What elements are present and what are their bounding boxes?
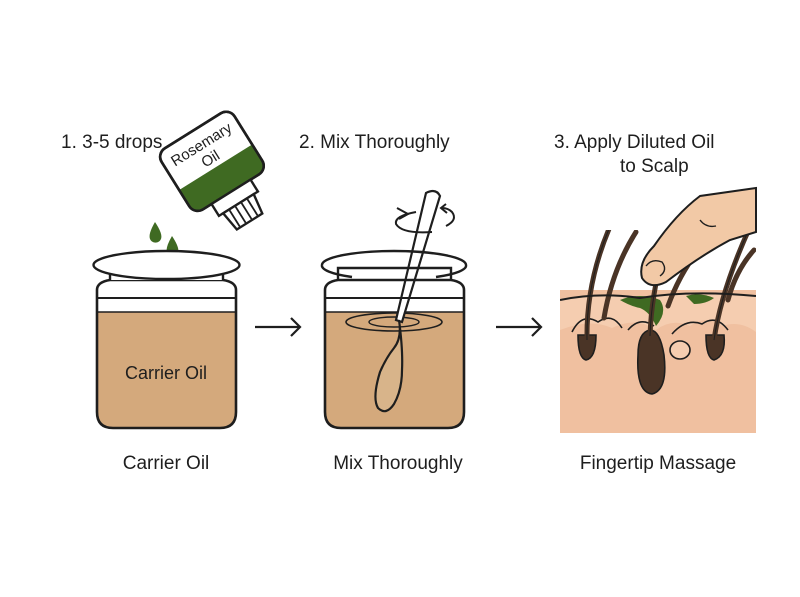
step1-heading: 1. 3-5 drops xyxy=(61,132,163,153)
rotate-arrow-icon xyxy=(394,203,455,234)
arrow-right-icon xyxy=(255,317,302,337)
step2-caption: Mix Thoroughly xyxy=(333,453,463,474)
dropper-bottle-icon: Rosemary Oil xyxy=(158,110,266,232)
finger-icon xyxy=(640,186,757,287)
jar-icon: Carrier Oil xyxy=(92,249,241,430)
step3-heading-line1: 3. Apply Diluted Oil xyxy=(554,132,715,153)
step1-graphic: Rosemary Oil Carrier Oil xyxy=(92,110,266,430)
stir-spoon-icon xyxy=(374,189,442,413)
step3-caption: Fingertip Massage xyxy=(579,453,737,474)
step1-caption: Carrier Oil xyxy=(122,453,210,474)
oil-drop-icon xyxy=(149,222,162,243)
step2-heading: 2. Mix Thoroughly xyxy=(299,132,450,153)
step2-graphic xyxy=(320,189,468,430)
jar-label: Carrier Oil xyxy=(125,363,207,383)
arrow-right-icon xyxy=(496,317,543,337)
step3-heading-line2: to Scalp xyxy=(620,156,689,177)
jar-icon xyxy=(320,249,468,430)
